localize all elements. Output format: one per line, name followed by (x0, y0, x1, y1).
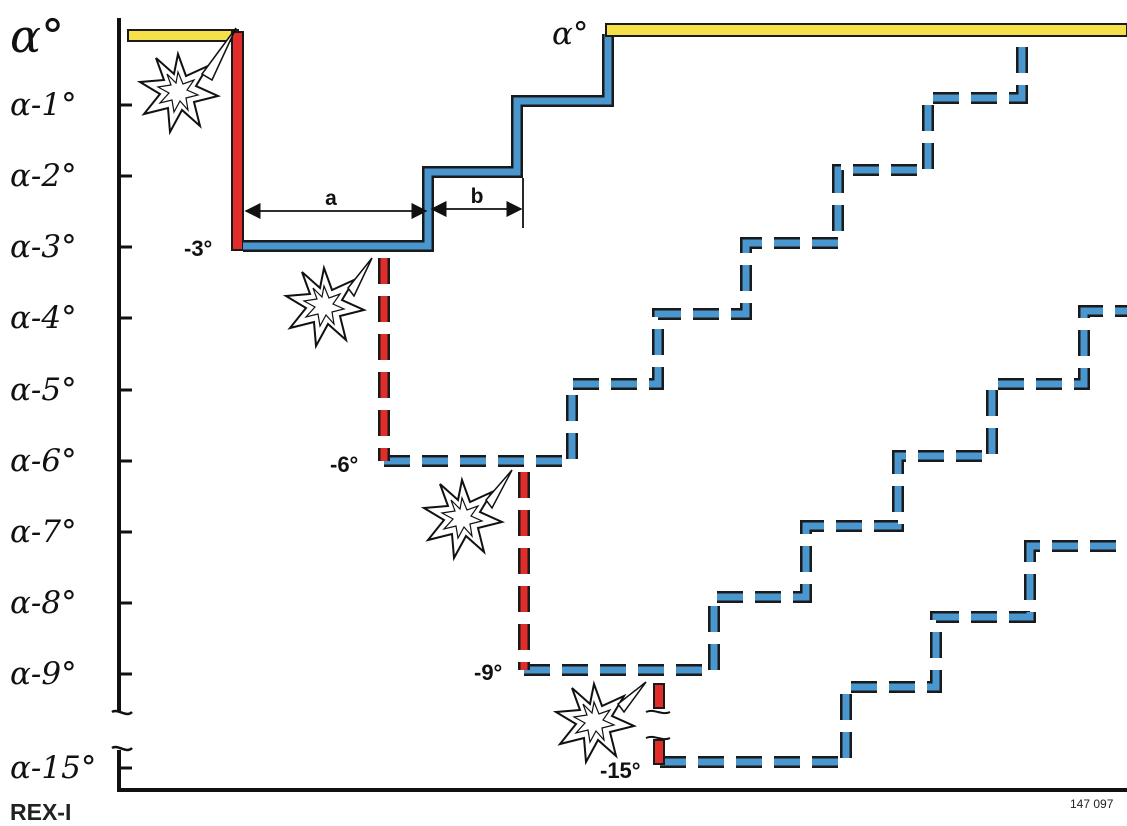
figure-number: 147 097 (1070, 797, 1114, 811)
axis-level-label: α-2° (10, 158, 77, 194)
axis-level-label: α-1° (10, 87, 77, 123)
y-axis (111, 18, 1127, 792)
red-drop-minus9-to-minus15 (645, 683, 671, 765)
step-label-minus15: -15° (600, 758, 641, 783)
model-label: REX-I (10, 799, 71, 825)
explosion-icon (420, 469, 513, 562)
explosion-icon (552, 680, 647, 766)
dashed-trace-from-minus15 (660, 542, 1127, 766)
dashed-trace-from-minus6 (384, 44, 1026, 465)
interval-b-marker (430, 178, 524, 228)
axis-break-lower (111, 745, 133, 752)
axis-level-label: α-5° (10, 372, 77, 408)
step-label-minus6: -6° (330, 452, 358, 477)
step-label-minus9: -9° (474, 660, 502, 685)
dashed-traces (384, 44, 1127, 768)
alpha-label-top-right: α° (552, 16, 588, 52)
red-drop-segment (231, 31, 244, 251)
axis-level-label: α-6° (10, 443, 77, 479)
axis-break-upper (111, 709, 133, 716)
axis-label-bottom: α-15° (10, 750, 96, 786)
dashed-trace-from-minus9 (524, 307, 1127, 674)
interval-a-label: a (325, 187, 337, 210)
interval-b-label: b (471, 185, 484, 208)
axis-level-label: α-8° (10, 585, 77, 621)
yellow-segment-left (127, 29, 239, 42)
explosion-icon (136, 27, 237, 136)
axis-level-label: α-4° (10, 300, 77, 336)
red-dashed-drops (378, 258, 530, 670)
axis-label-top: α° (10, 9, 64, 63)
blue-return-steps (243, 34, 612, 250)
axis-level-label: α-3° (10, 229, 77, 265)
axis-level-label: α-7° (10, 514, 77, 550)
solid-trace (127, 23, 1127, 252)
yellow-segment-right (605, 23, 1127, 37)
step-label-minus3: -3° (184, 236, 212, 261)
axis-level-label: α-9° (10, 656, 77, 692)
explosion-icon (282, 257, 373, 350)
